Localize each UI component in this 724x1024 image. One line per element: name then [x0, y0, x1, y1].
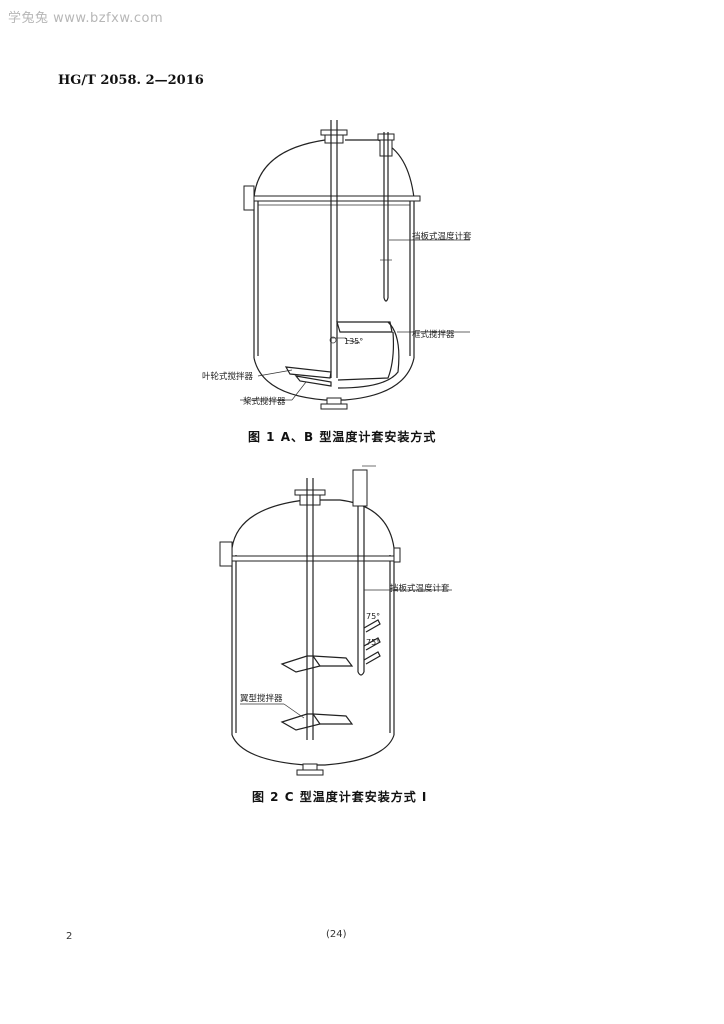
figure1-thermowell-label: 挡板式温度计套 — [412, 232, 472, 242]
figure2-thermowell-label: 挡板式温度计套 — [390, 584, 450, 594]
figure1-caption: 图 1 A、B 型温度计套安装方式 — [248, 430, 437, 444]
page-number: 2 — [66, 931, 73, 942]
center-page-mark: (24) — [326, 929, 347, 940]
figure2-upper-angle-label: 75° — [366, 612, 381, 621]
figure2-wing-agitator-label: 翼型搅拌器 — [240, 694, 283, 704]
figure2-caption: 图 2 C 型温度计套安装方式 Ⅰ — [252, 790, 428, 804]
figure2-lower-angle-label: 75° — [366, 638, 381, 647]
figure1-angle-label: 135° — [344, 337, 364, 346]
figure1-paddle-label: 桨式搅拌器 — [243, 397, 286, 407]
watermark: 学兔兔 www.bzfxw.com — [8, 11, 164, 26]
figure1-frame-agitator-label: 框式搅拌器 — [412, 330, 455, 340]
standard-code: HG/T 2058. 2—2016 — [58, 73, 204, 88]
figure1-vessel — [240, 120, 470, 410]
figure1-impeller-label: 叶轮式搅拌器 — [202, 372, 254, 382]
figure2-vessel — [219, 465, 452, 776]
